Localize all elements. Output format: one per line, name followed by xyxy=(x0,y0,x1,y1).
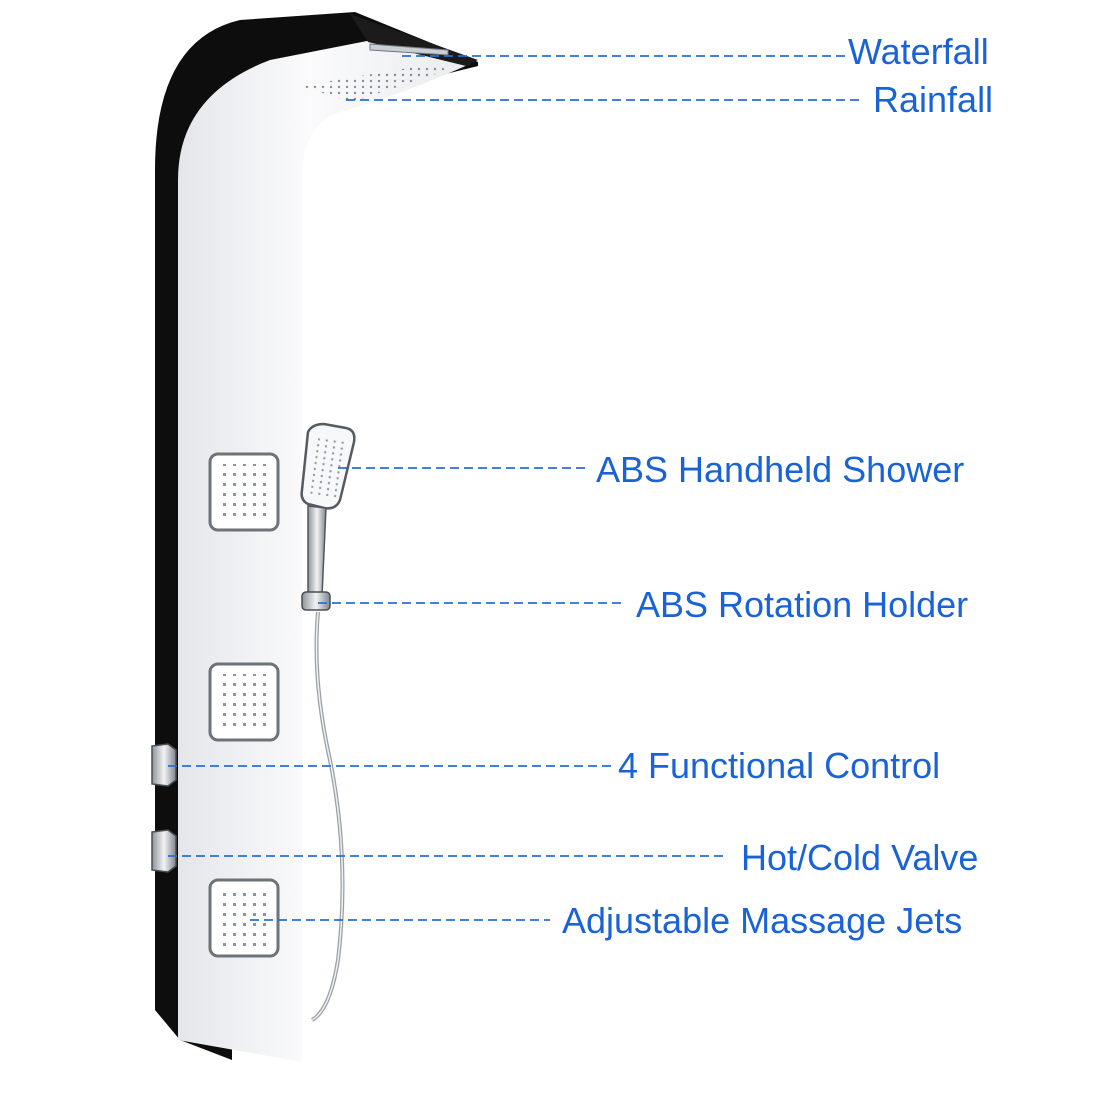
shower-panel-icon xyxy=(155,12,478,1062)
waterfall-slot xyxy=(369,43,449,56)
handheld-grip xyxy=(307,505,327,597)
rainfall-label: Rainfall xyxy=(873,79,994,120)
side-knobs xyxy=(151,743,177,873)
valve-knob xyxy=(151,829,177,873)
leader-lines xyxy=(168,55,864,921)
handheld-shower-label: ABS Handheld Shower xyxy=(596,449,965,490)
hot-cold-valve-label: Hot/Cold Valve xyxy=(741,837,979,878)
rainfall-nozzles xyxy=(300,64,448,102)
massage-jets-label: Adjustable Massage Jets xyxy=(562,900,963,941)
control-knob xyxy=(151,743,177,787)
panel-front-face xyxy=(178,40,470,1062)
handheld-shower-icon xyxy=(300,422,356,1022)
rotation-holder-label: ABS Rotation Holder xyxy=(636,584,969,625)
waterfall-label: Waterfall xyxy=(848,31,989,72)
massage-jet-icon xyxy=(208,452,280,958)
rotation-holder xyxy=(301,591,331,611)
functional-control-label: 4 Functional Control xyxy=(618,745,941,786)
